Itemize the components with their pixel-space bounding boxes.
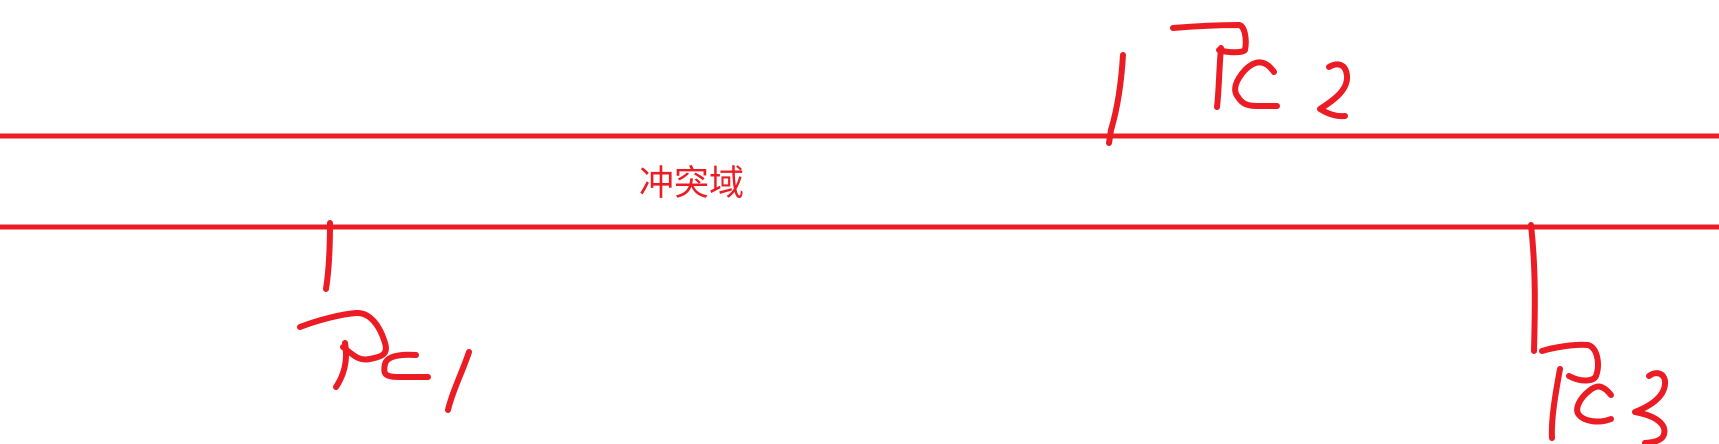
pc3-handwritten-label xyxy=(1539,341,1669,444)
pc3-connection-line xyxy=(1528,222,1538,354)
pc1-connection-line xyxy=(323,220,333,292)
collision-domain-label: 冲突域 xyxy=(639,164,745,204)
pc2-handwritten-label xyxy=(1170,22,1350,120)
pc1-handwritten-label xyxy=(297,310,472,413)
pc2-connection-line xyxy=(1106,52,1126,146)
